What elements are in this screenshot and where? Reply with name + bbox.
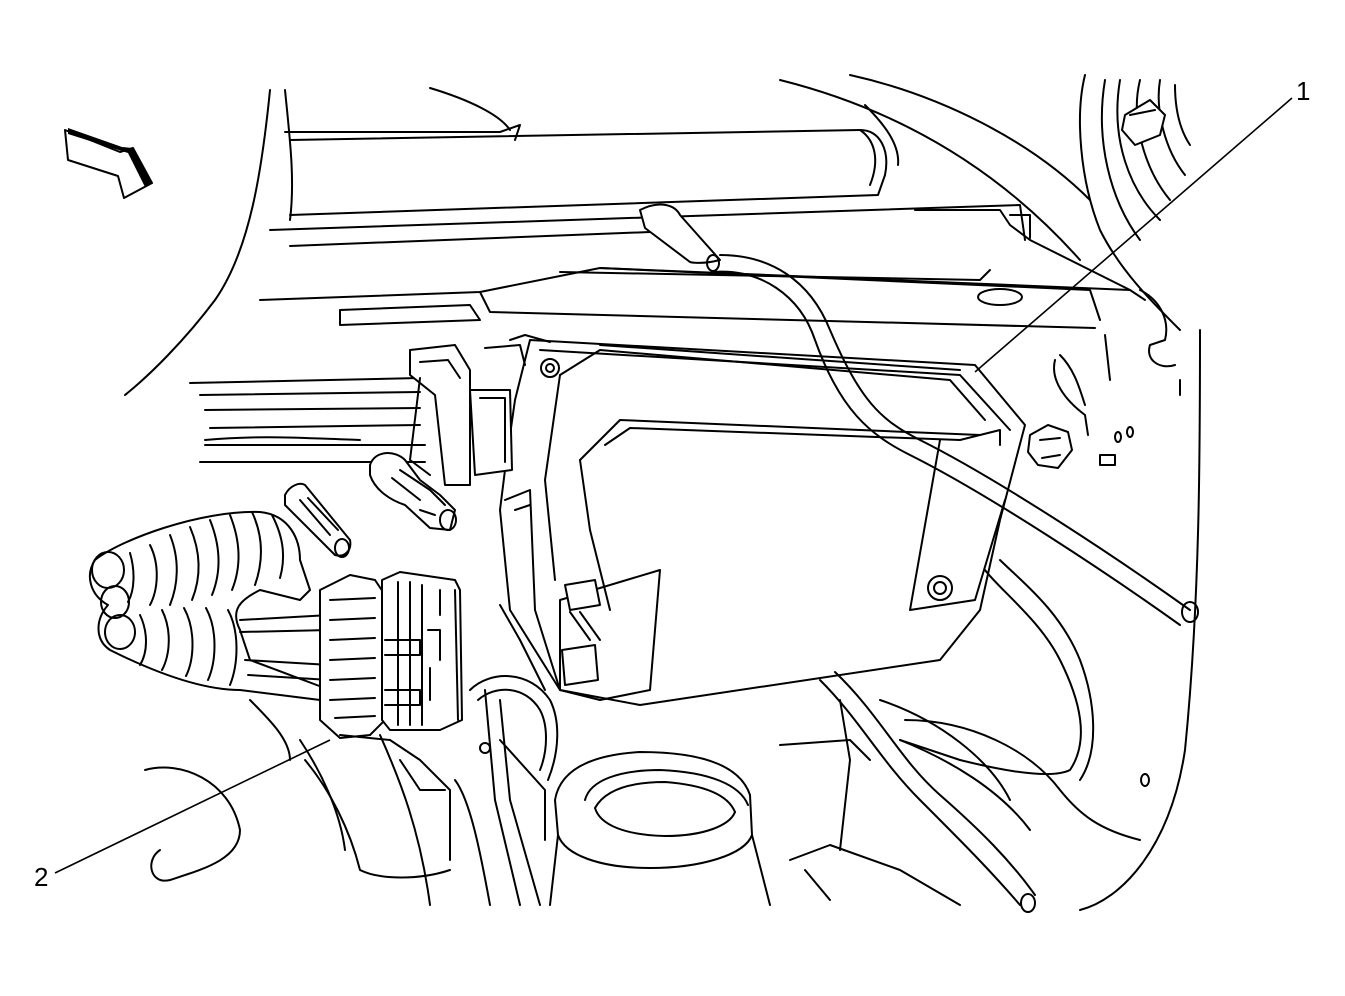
- harness-connector: [319, 571, 463, 739]
- cable-lower: [819, 671, 1036, 913]
- lower-left-structure: [144, 699, 491, 906]
- control-module: [499, 339, 1026, 706]
- callout-1-label: 1: [1296, 76, 1310, 106]
- front-direction-arrow-icon: [64, 128, 153, 199]
- cable-upper: [639, 203, 1199, 626]
- callout-2-label: 2: [34, 862, 48, 892]
- callout-2: 2: [34, 739, 331, 892]
- callout-1: 1: [974, 76, 1310, 373]
- lower-components: [469, 675, 1141, 906]
- background-structure: [124, 74, 1146, 463]
- inline-fuse: [284, 482, 352, 558]
- pressure-sensor: [369, 452, 457, 531]
- right-side-structure: [1027, 74, 1201, 911]
- wiring-harness: [88, 510, 331, 701]
- mounting-bracket: [409, 334, 551, 486]
- bolt-right: [1027, 424, 1073, 469]
